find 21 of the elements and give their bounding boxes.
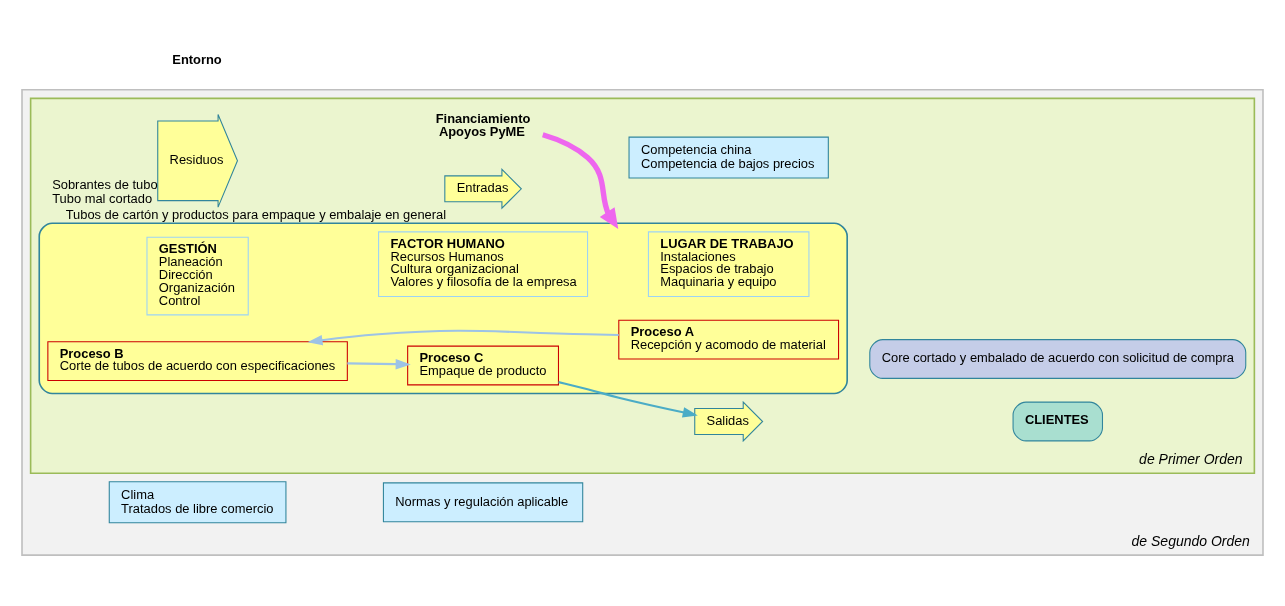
cluster xyxy=(38,222,848,395)
node-box: Proceso B Corte de tubos de acuerdo con especificaciones xyxy=(47,341,348,382)
arrow xyxy=(558,381,698,418)
node-label: Tubo mal cortado xyxy=(52,191,153,207)
arrow xyxy=(542,132,619,229)
node-text: Financiamiento Apoyos PyME xyxy=(435,110,531,139)
arrow xyxy=(347,358,411,370)
node-box: FACTOR HUMANO Recursos Humanos Cultura organizacional Valores y filosofía de la empresa xyxy=(378,231,589,298)
node-box: Clima Tratados de libre comercio xyxy=(108,481,287,524)
node-box: CLIENTES xyxy=(1012,401,1103,442)
node-label: Tubos de cartón y productos para empaque y embalaje en general xyxy=(65,206,447,222)
node-box: GESTIÓN Planeación Dirección Organización Control xyxy=(146,236,249,316)
node-label: Sobrantes de tubo xyxy=(52,177,158,193)
node-box: Competencia china Competencia de bajos precios xyxy=(628,136,829,179)
label: Entorno xyxy=(172,51,222,67)
node-box: LUGAR DE TRABAJO Instalaciones Espacios de trabajo Maquinaria y equipo xyxy=(647,231,810,298)
node-box: Proceso C Empaque de producto xyxy=(407,345,559,386)
node-box: Core cortado y embalado de acuerdo con solicitud de compra xyxy=(869,339,1247,379)
arrow xyxy=(307,329,619,346)
node-box: Normas y regulación aplicable xyxy=(382,482,584,523)
node-box: Proceso A Recepción y acomodo de material xyxy=(618,319,840,360)
